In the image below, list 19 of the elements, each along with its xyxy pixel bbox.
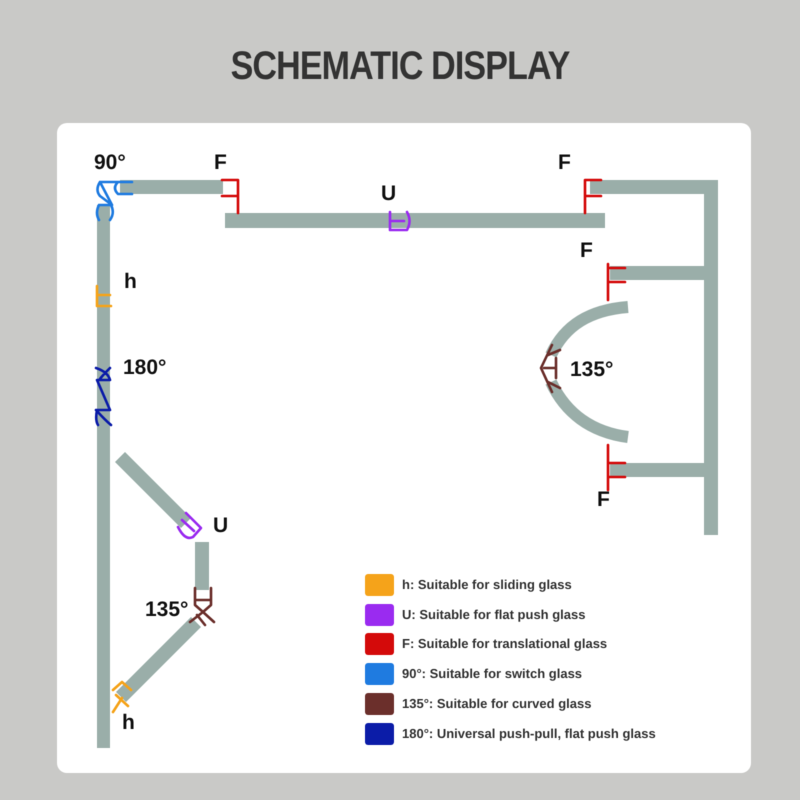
seal-label: 90° — [94, 152, 126, 173]
seal-label: h — [124, 271, 137, 292]
legend-text: 90°: Suitable for switch glass — [402, 667, 582, 680]
seal-label: F — [558, 152, 571, 173]
seal-label: U — [213, 515, 228, 536]
legend-text: 135°: Suitable for curved glass — [402, 696, 592, 710]
seal-label: 180° — [123, 357, 166, 378]
seal-label: F — [597, 489, 610, 510]
title: SCHEMATIC DISPLAY — [230, 44, 571, 89]
legend-text: F: Suitable for translational glass — [402, 637, 608, 650]
seal-label: 135° — [570, 359, 614, 380]
legend-text: h: Suitable for sliding glass — [402, 578, 572, 591]
seal-label: h — [122, 712, 135, 733]
seal-label: F — [214, 152, 227, 173]
seal-label: U — [381, 183, 396, 204]
legend-text: 180°: Universal push-pull, flat push glass — [402, 726, 656, 740]
seal-label: F — [580, 240, 593, 261]
legend-text: U: Suitable for flat push glass — [402, 608, 586, 621]
seal-label: 135° — [145, 599, 188, 620]
